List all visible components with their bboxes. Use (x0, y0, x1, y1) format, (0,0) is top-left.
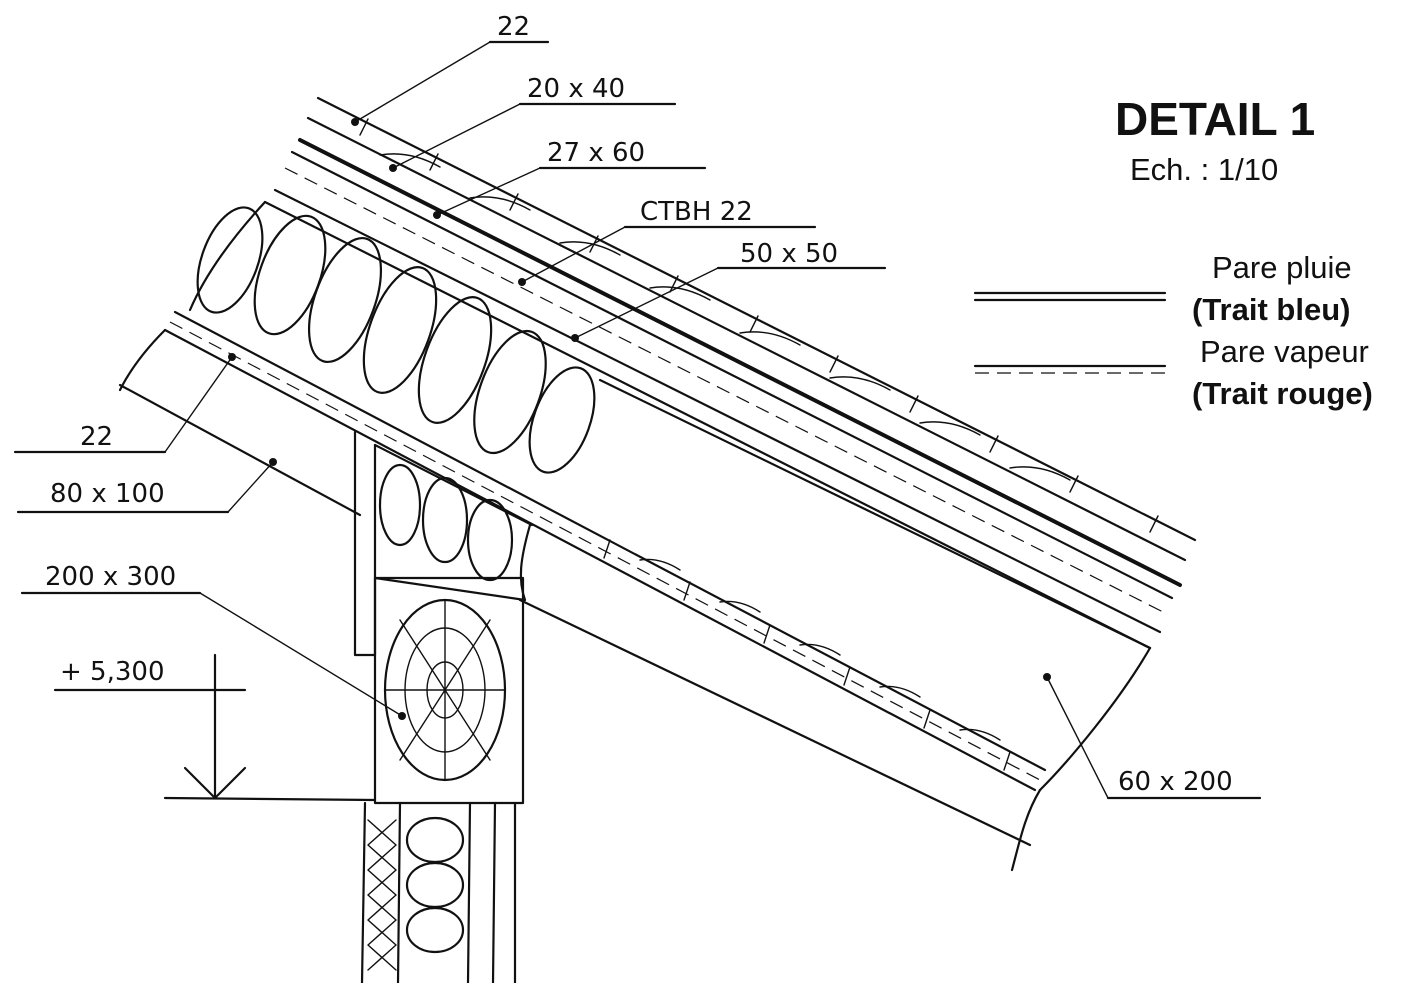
lining-grain (639, 558, 1001, 741)
purlin-bottom-line (118, 383, 362, 517)
lower-wall-inner (396, 801, 402, 983)
pare-vapeur-label: Pare vapeur (1200, 334, 1369, 369)
level-datum-line (163, 796, 377, 802)
leaders (13, 40, 1262, 800)
label-80x100: 80 x 100 (50, 479, 165, 509)
label-200x300: 200 x 300 (45, 562, 176, 592)
detail-scale: Ech. : 1/10 (1130, 152, 1278, 187)
rafter-60x200-bottom (518, 598, 1032, 847)
detail-title: DETAIL 1 (1115, 93, 1315, 145)
purlin-break-line (118, 328, 167, 392)
dimension-labels: 22 20 x 40 27 x 60 CTBH 22 50 x 50 22 80… (45, 12, 1233, 797)
wall-top-plate (373, 443, 534, 527)
ctbh-bottom-line (273, 188, 1162, 634)
label-50x50: 50 x 50 (740, 239, 838, 269)
label-ctbh-22: CTBH 22 (640, 197, 753, 227)
wall-upper-outer (353, 430, 377, 657)
batten-line (306, 116, 1187, 562)
label-22-top: 22 (497, 12, 530, 42)
beam-top-line (373, 576, 527, 602)
rafter-top-line (263, 200, 1152, 650)
pare-vapeur-layer (169, 321, 1041, 781)
level-mark (53, 653, 377, 802)
rafter-60x200-top (598, 378, 1152, 650)
beam-checks (384, 599, 506, 781)
pare-vapeur-note: (Trait rouge) (1192, 376, 1373, 411)
label-level: + 5,300 (60, 657, 164, 687)
label-22-bottom: 22 (80, 422, 113, 452)
pare-pluie-note: (Trait bleu) (1192, 292, 1350, 327)
lower-wall-stud (466, 801, 472, 983)
beam-200x300 (373, 576, 525, 805)
rafter-end-cut (1038, 646, 1152, 792)
insulation-loops (196, 206, 596, 474)
wood-grain-marks (379, 153, 1071, 481)
label-60x200: 60 x 200 (1118, 767, 1233, 797)
legend: Pare pluie (Trait bleu) Pare vapeur (Tra… (973, 250, 1373, 411)
label-27x60: 27 x 60 (547, 138, 645, 168)
pare-pluie-label: Pare pluie (1212, 250, 1352, 285)
insulation-break-line (188, 200, 267, 312)
lower-wall-cladding (491, 801, 497, 983)
roof-layers (118, 96, 1197, 872)
lower-wall-crosshatch (367, 819, 397, 971)
label-20x40: 20 x 40 (527, 74, 625, 104)
rafter-end-cut-lower (1010, 788, 1042, 872)
pare-pluie-layer (298, 138, 1182, 587)
wall-assembly (353, 430, 534, 983)
lining-bottom-line (163, 328, 1037, 792)
counter-batten-line (290, 150, 1174, 600)
batten-joints (359, 118, 1159, 533)
ctbh-grain-line (284, 167, 1166, 614)
lower-wall-left (360, 801, 367, 983)
lining-joints (603, 539, 1011, 771)
